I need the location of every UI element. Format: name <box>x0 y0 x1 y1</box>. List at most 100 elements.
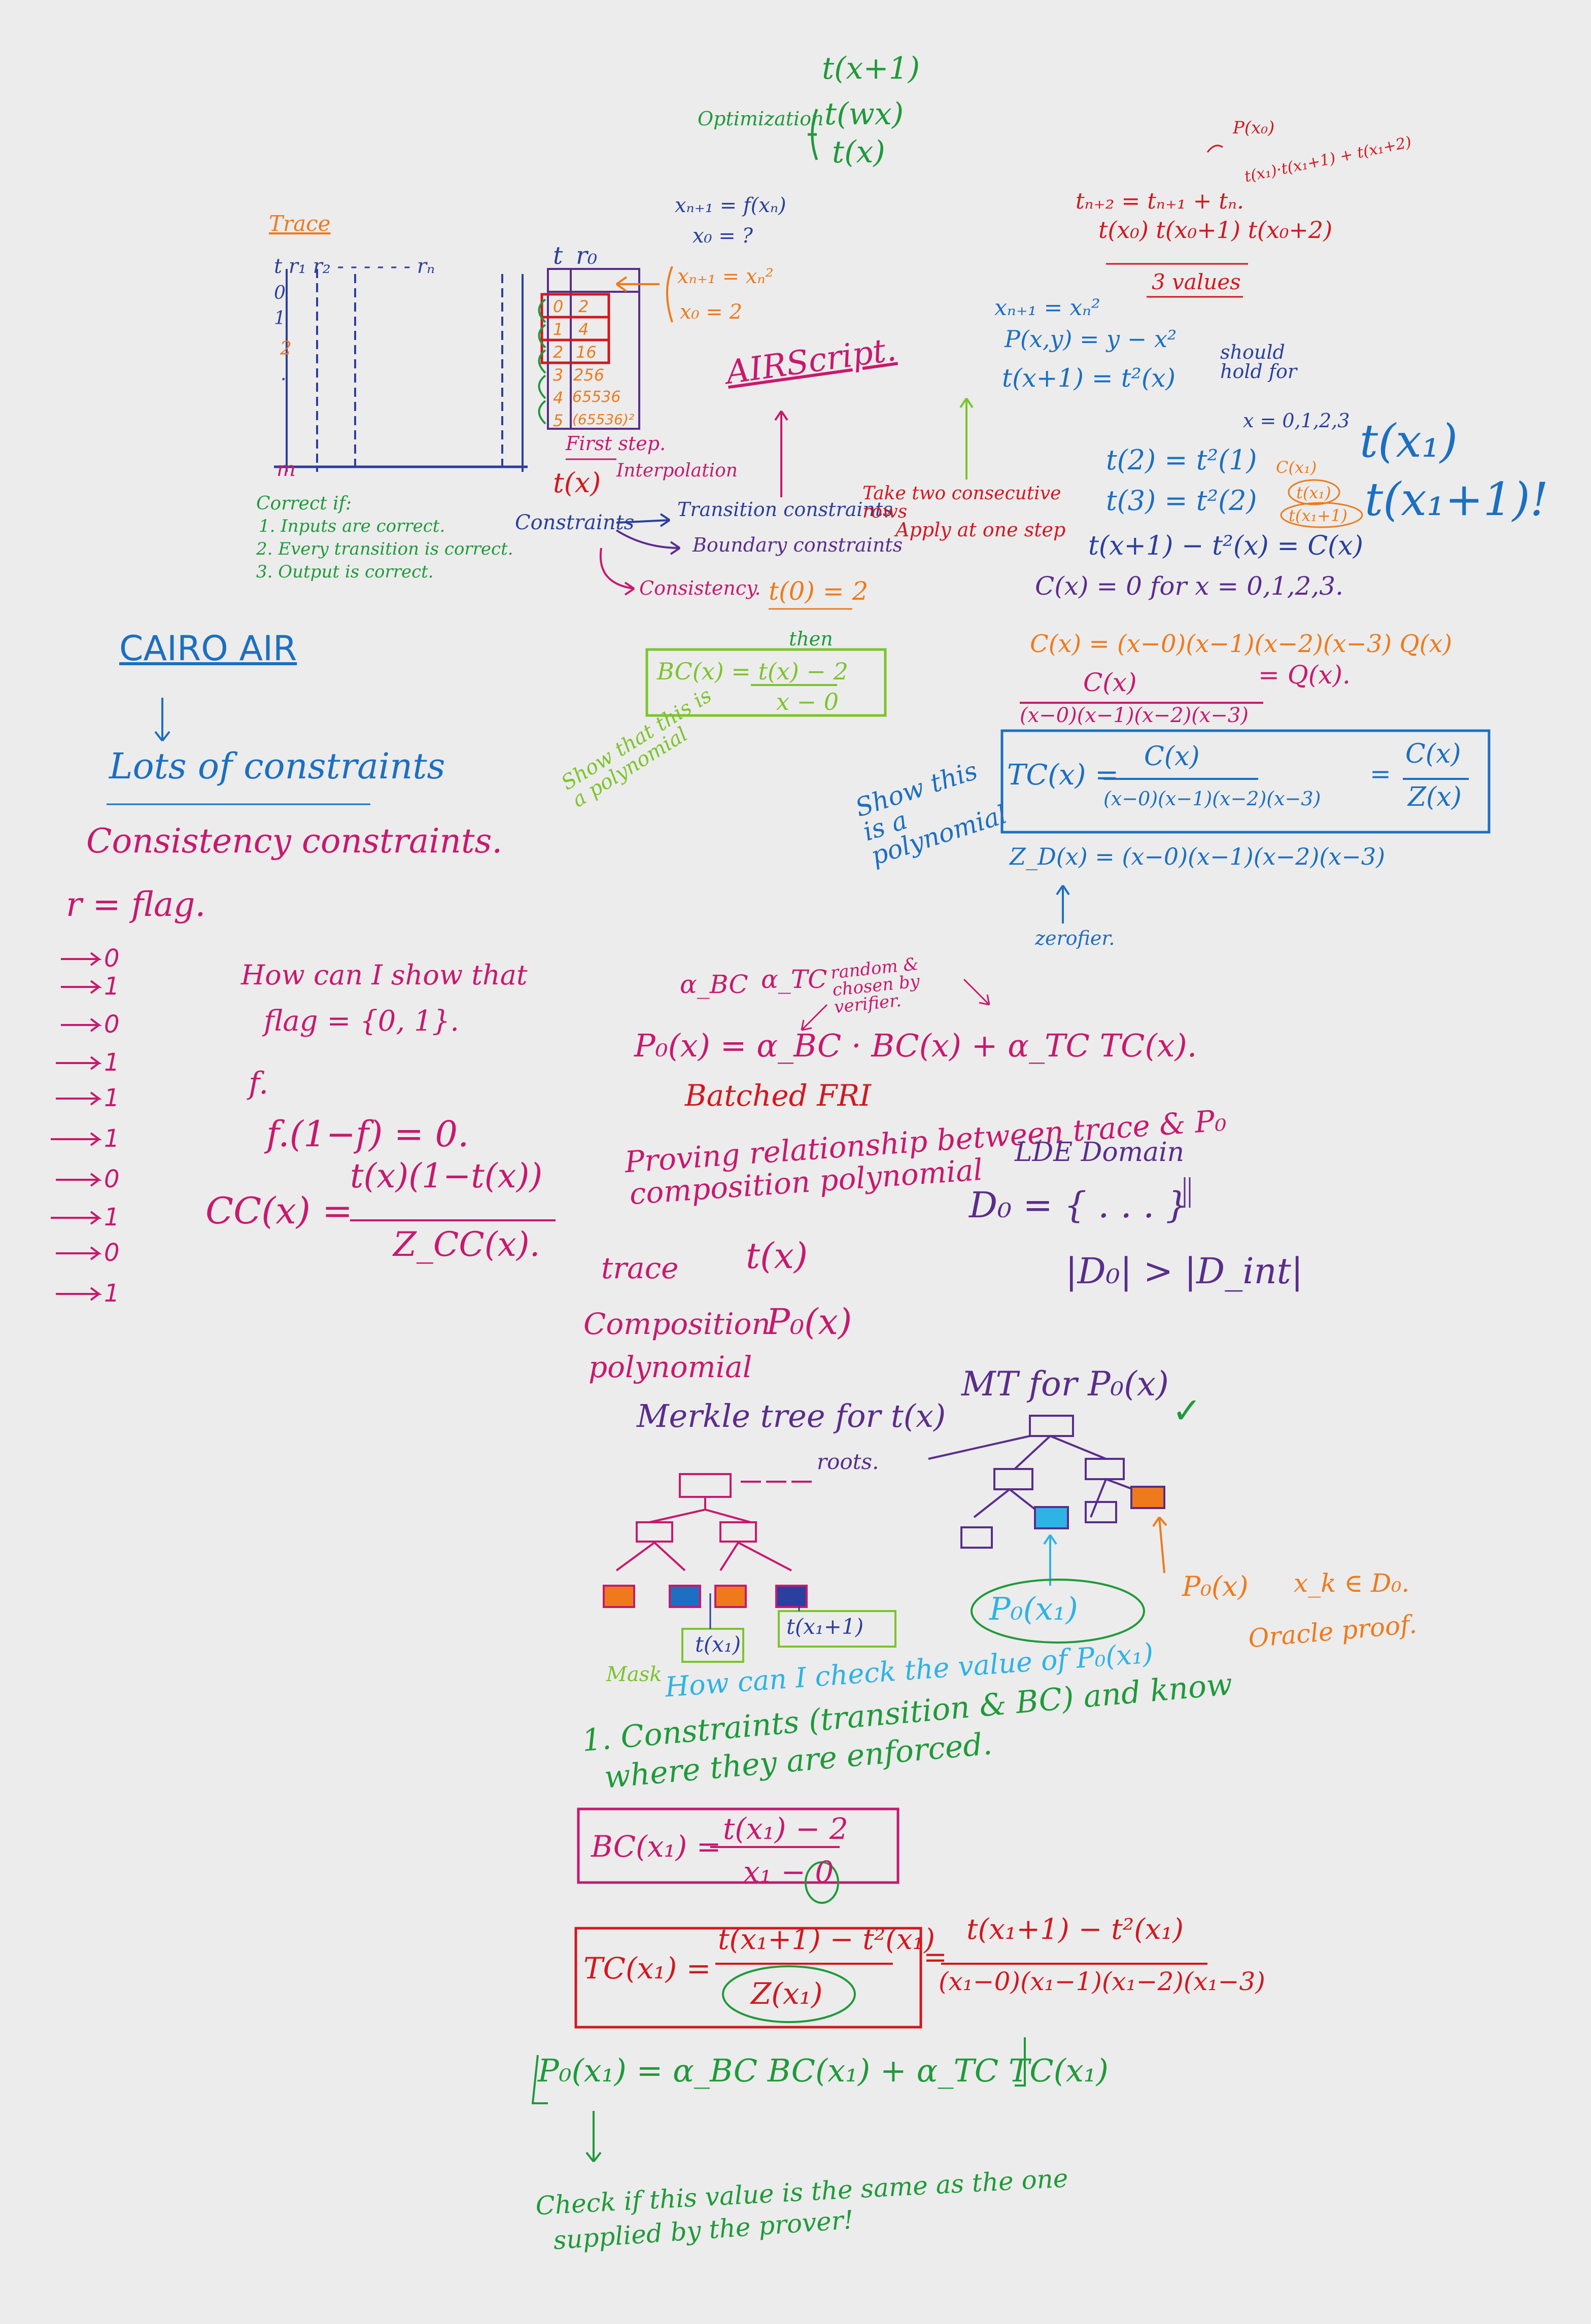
trace-row-1: 1 <box>274 308 286 329</box>
c-factored: C(x) = (x−0)(x−1)(x−2)(x−3) Q(x) <box>1030 630 1452 658</box>
seq-xn1-square: xₙ₊₁ = xₙ² <box>677 265 774 288</box>
trace-row-dots: . <box>281 364 287 385</box>
trace-header: t r₁ r₂ - - - - - - rₙ <box>274 255 435 278</box>
consistency-title: Consistency constraints. <box>86 822 503 861</box>
three-values: 3 values <box>1152 269 1241 294</box>
t0-eq-2: t(0) = 2 <box>769 576 869 606</box>
flag-6: 0 <box>104 1165 120 1193</box>
tc-den: (x−0)(x−1)(x−2)(x−3) <box>1103 788 1321 810</box>
r-eq-flag: r = flag. <box>66 885 206 924</box>
cairo-air-title: CAIRO AIR <box>119 629 297 669</box>
tree-p0x: P₀(x) <box>1182 1570 1249 1602</box>
then-label: then <box>789 628 833 650</box>
flag-1: 1 <box>104 972 120 1001</box>
correct-item-1: 1. Inputs are correct. <box>259 516 445 536</box>
right-xn1: xₙ₊₁ = xₙ² <box>994 295 1100 321</box>
trace-row-0: 0 <box>274 283 286 303</box>
tc-x1-den2: (x₁−0)(x₁−1)(x₁−2)(x₁−3) <box>939 1967 1265 1996</box>
opt-t-wx: t(wx) <box>824 96 904 132</box>
correct-item-2: 2. Every transition is correct. <box>256 539 513 559</box>
bc-x1-lhs: BC(x₁) = <box>591 1829 721 1864</box>
tc-x1-num2: t(x₁+1) − t²(x₁) <box>966 1913 1184 1946</box>
x-set: x = 0,1,2,3 <box>1243 409 1350 432</box>
first-step: First step. <box>566 432 666 455</box>
p0-x1-final: P₀(x₁) = α_BC BC(x₁) + α_TC TC(x₁) <box>538 2052 1109 2089</box>
mask-tx1-plus-1: t(x₁+1) <box>786 1614 864 1639</box>
eq-q-x: = Q(x). <box>1258 660 1351 690</box>
opt-t-x-plus-1: t(x+1) <box>822 51 920 86</box>
lots-of-constraints: Lots of constraints <box>109 745 445 787</box>
seq-xn1-f: xₙ₊₁ = f(xₙ) <box>675 194 786 217</box>
seq-x0-eq-2: x₀ = 2 <box>680 300 742 324</box>
cz-num: C(x) <box>1405 739 1461 769</box>
bc-x1-num: t(x₁) − 2 <box>723 1812 848 1846</box>
roots-label: roots. <box>817 1449 879 1474</box>
interp-tx: t(x) <box>553 467 601 499</box>
how-show-that: How can I show that <box>241 959 528 991</box>
cc-num: t(x)(1−t(x)) <box>350 1156 543 1195</box>
consistency-label: Consistency. <box>639 577 761 599</box>
transition-constraints: Transition constraints <box>677 498 893 521</box>
constraints-label: Constraints <box>515 511 635 534</box>
mini-r0-1: 4 <box>578 320 589 339</box>
flag-0: 0 <box>104 944 120 973</box>
flag-9: 1 <box>104 1279 120 1308</box>
correct-item-3: 3. Output is correct. <box>256 562 434 582</box>
zerofier-formula: Z_D(x) = (x−0)(x−1)(x−2)(x−3) <box>1010 843 1386 870</box>
flag-4: 1 <box>104 1084 120 1112</box>
interpolation: Interpolation <box>616 460 738 481</box>
d0-size: |D₀| > |D_int| <box>1065 1250 1303 1292</box>
f-label: f. <box>249 1066 269 1101</box>
c-x-den: (x−0)(x−1)(x−2)(x−3) <box>1020 704 1249 727</box>
alpha-bc: α_BC <box>680 970 748 999</box>
three-t-values: t(x₀) t(x₀+1) t(x₀+2) <box>1098 216 1333 244</box>
mini-r0-3: 256 <box>573 365 605 385</box>
cz-den: Z(x) <box>1408 782 1462 812</box>
polynomial-label: polynomial <box>589 1350 752 1384</box>
tc-eq: = <box>1370 759 1391 789</box>
mini-r0-4: 65536 <box>572 388 621 406</box>
c-zero-for: C(x) = 0 for x = 0,1,2,3. <box>1035 571 1343 601</box>
trace-title: Trace <box>269 211 331 236</box>
mini-r0-head: r₀ <box>576 242 598 270</box>
tc-num: C(x) <box>1144 741 1200 772</box>
mt-p0-label: MT for P₀(x) <box>961 1364 1169 1404</box>
mini-r0-2: 16 <box>576 343 597 362</box>
t3-eq: t(3) = t²(2) <box>1106 485 1257 517</box>
trace-tx: t(x) <box>746 1235 808 1277</box>
lde-domain: LDE Domain <box>1015 1137 1185 1168</box>
merkle-tree-label: Merkle tree for t(x) <box>637 1397 946 1434</box>
flag-5: 1 <box>104 1124 120 1153</box>
t2-eq: t(2) = t²(1) <box>1106 444 1257 476</box>
mini-t-2: 2 <box>553 343 564 362</box>
mask-tx1: t(x₁) <box>695 1632 741 1657</box>
batched-fri: Batched FRI <box>685 1078 872 1113</box>
cc-lhs: CC(x) = <box>205 1189 353 1232</box>
apply-one-step: Apply at one step <box>895 519 1066 541</box>
flag-2: 0 <box>104 1010 120 1039</box>
mini-t-1: 1 <box>553 320 564 339</box>
mini-t-head: t <box>553 242 563 270</box>
mini-t-0: 0 <box>553 297 564 316</box>
mini-r0-0: 2 <box>578 297 589 316</box>
p0-x1-circled: P₀(x₁) <box>989 1590 1078 1627</box>
mini-r0-5: (65536)² <box>572 411 635 428</box>
c-x1-note: C(x₁) <box>1276 458 1317 477</box>
f-times-1-minus-f: f.(1−f) = 0. <box>266 1113 469 1155</box>
zerofier-label: zerofier. <box>1035 927 1115 949</box>
t-x1-note: t(x₁) <box>1296 483 1331 502</box>
take-two-rows: Take two consecutive rows <box>862 483 1061 522</box>
tc-x1-eq: = <box>923 1941 947 1974</box>
composition-label: Composition <box>583 1307 771 1341</box>
flag-3: 1 <box>104 1048 120 1077</box>
opt-label: Optimization <box>698 108 824 130</box>
xk-in-d0: x_k ∈ D₀. <box>1294 1568 1410 1598</box>
mini-t-3: 3 <box>553 365 564 385</box>
c-x-num: C(x) <box>1083 668 1137 697</box>
mask-label: Mask <box>606 1663 662 1686</box>
should-hold: should hold for <box>1220 341 1297 383</box>
t-x1-plus1-note: t(x₁+1) <box>1289 506 1347 525</box>
composition-p0x: P₀(x) <box>766 1301 852 1343</box>
bc-formula: BC(x) = t(x) − 2 <box>657 658 848 685</box>
